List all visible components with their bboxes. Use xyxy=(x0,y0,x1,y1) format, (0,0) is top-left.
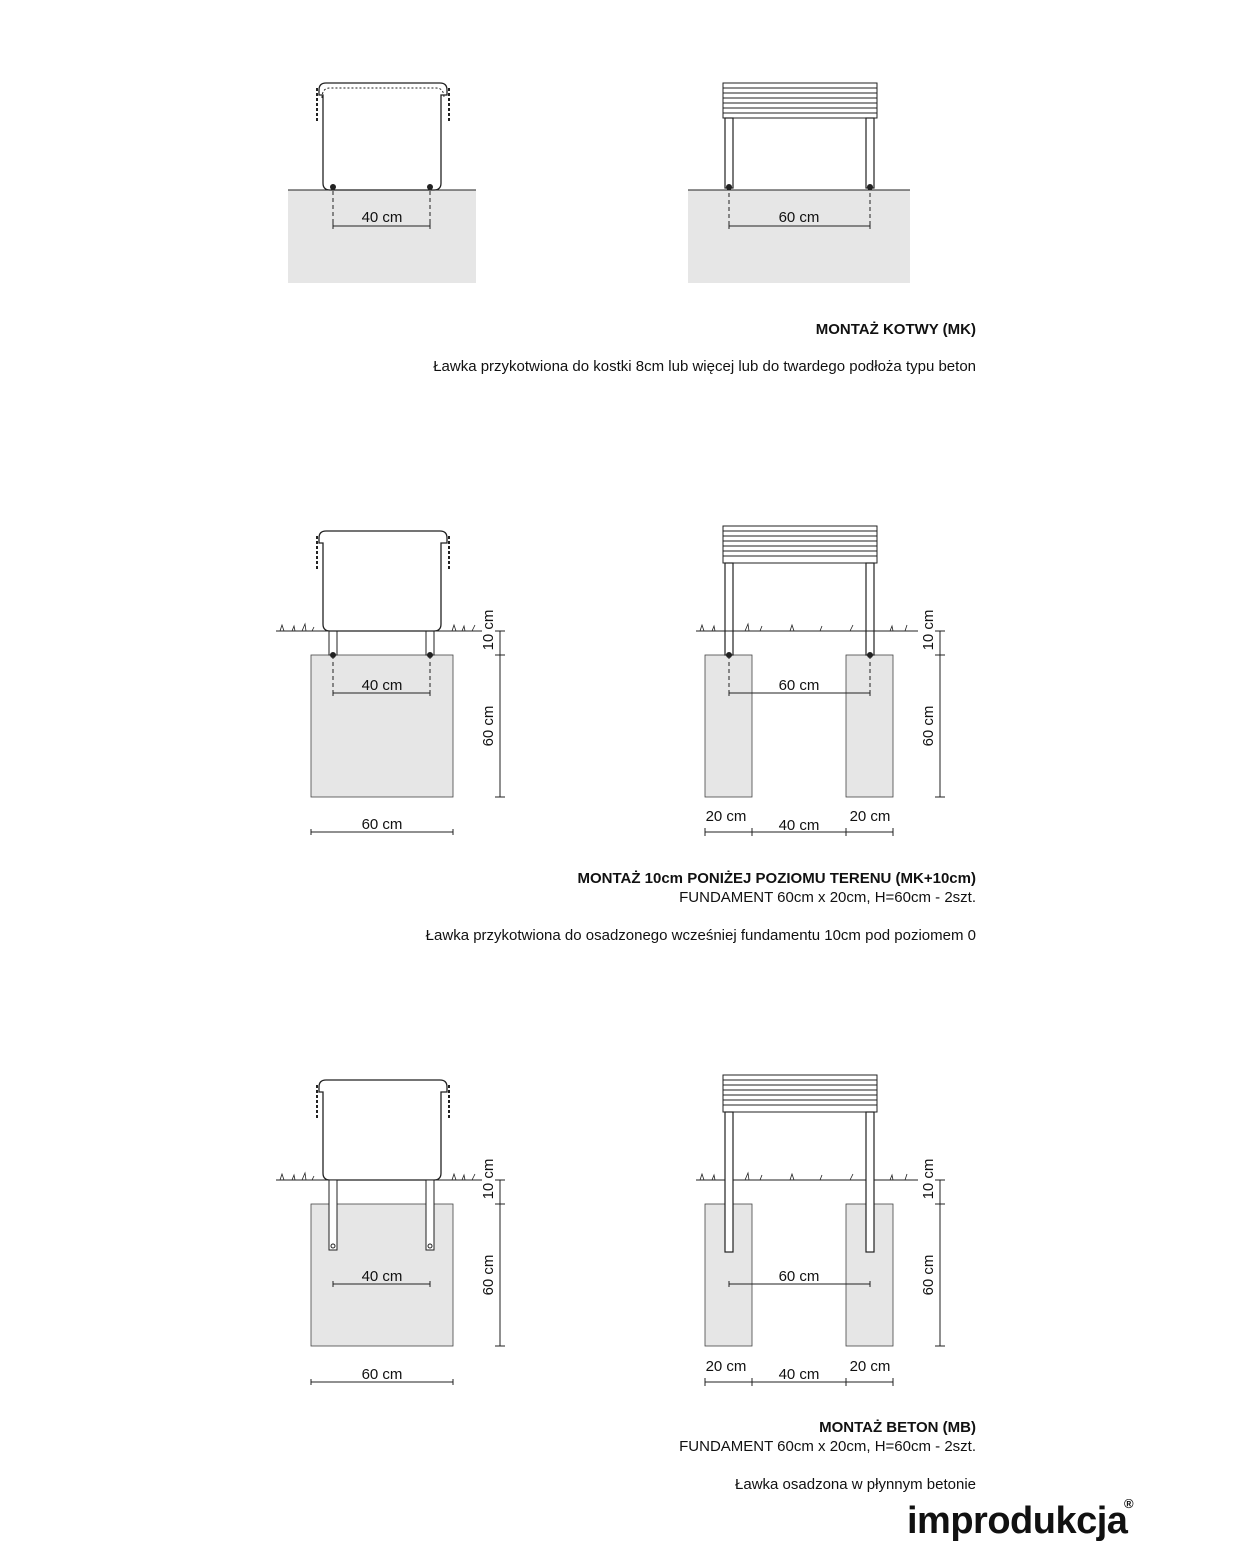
bench-leg-left xyxy=(724,117,734,189)
depth-top-label: 10 cm xyxy=(920,610,937,651)
bench-leg-right xyxy=(865,117,875,189)
section-3-side-view: 60 cm 10 cm 60 cm 20 cm 40 cm 20 cm xyxy=(696,1074,945,1386)
bench-leg-right xyxy=(865,562,875,656)
front-anchor-spacing: 40 cm xyxy=(362,1268,403,1285)
depth-top-label: 10 cm xyxy=(480,610,497,651)
section-2-side-view: 60 cm 10 cm 60 cm 20 cm 40 cm 20 cm xyxy=(696,525,945,836)
ground-block xyxy=(688,190,910,283)
ground-block xyxy=(288,190,476,283)
registered-mark: ® xyxy=(1124,1496,1134,1511)
section-1-title: MONTAŻ KOTWY (MK) xyxy=(815,321,976,338)
section-2-description: Ławka przykotwiona do osadzonego wcześni… xyxy=(425,927,976,944)
side-anchor-spacing: 60 cm xyxy=(779,1268,820,1285)
foundation-right-width: 20 cm xyxy=(850,808,891,825)
brand-logo: improdukcja xyxy=(907,1500,1128,1542)
section-3-title: MONTAŻ BETON (MB) xyxy=(819,1419,976,1436)
foundation-gap-width: 40 cm xyxy=(779,817,820,834)
foundation-left-width: 20 cm xyxy=(706,808,747,825)
section-1-description: Ławka przykotwiona do kostki 8cm lub wię… xyxy=(433,358,976,375)
section-2-front-view: 40 cm 10 cm 60 cm 60 cm xyxy=(276,530,505,835)
depth-foundation-label: 60 cm xyxy=(480,706,497,747)
section-3-front-view: 40 cm 10 cm 60 cm 60 cm xyxy=(276,1079,505,1385)
foundation-left-width: 20 cm xyxy=(706,1358,747,1375)
bench-leg-left xyxy=(724,1111,734,1253)
foundation-block-right xyxy=(845,654,894,798)
section-1-side-view: 60 cm xyxy=(688,82,910,283)
foundation-right-width: 20 cm xyxy=(850,1358,891,1375)
bench-frame xyxy=(318,82,448,191)
section-2-subtitle: FUNDAMENT 60cm x 20cm, H=60cm - 2szt. xyxy=(679,889,976,906)
front-anchor-spacing: 40 cm xyxy=(362,209,403,226)
depth-foundation-label: 60 cm xyxy=(480,1255,497,1296)
section-1-front-view: 40 cm xyxy=(288,82,476,283)
section-3-subtitle: FUNDAMENT 60cm x 20cm, H=60cm - 2szt. xyxy=(679,1438,976,1455)
front-anchor-spacing: 40 cm xyxy=(362,677,403,694)
depth-top-label: 10 cm xyxy=(480,1159,497,1200)
bench-leg-right xyxy=(865,1111,875,1253)
foundation-width-label: 60 cm xyxy=(362,1366,403,1383)
section-3-description: Ławka osadzona w płynnym betonie xyxy=(735,1476,976,1493)
depth-foundation-label: 60 cm xyxy=(920,1255,937,1296)
bench-frame xyxy=(318,530,448,632)
foundation-gap-width: 40 cm xyxy=(779,1366,820,1383)
foundation-block xyxy=(310,654,454,798)
depth-foundation-label: 60 cm xyxy=(920,706,937,747)
bench-leg-left xyxy=(724,562,734,656)
bench-slats xyxy=(722,82,878,119)
bench-slats xyxy=(722,1074,878,1113)
bench-frame xyxy=(318,1079,448,1181)
bench-slats xyxy=(722,525,878,564)
section-2-title: MONTAŻ 10cm PONIŻEJ POZIOMU TERENU (MK+1… xyxy=(577,870,976,887)
side-anchor-spacing: 60 cm xyxy=(779,209,820,226)
side-anchor-spacing: 60 cm xyxy=(779,677,820,694)
foundation-width-label: 60 cm xyxy=(362,816,403,833)
depth-top-label: 10 cm xyxy=(920,1159,937,1200)
